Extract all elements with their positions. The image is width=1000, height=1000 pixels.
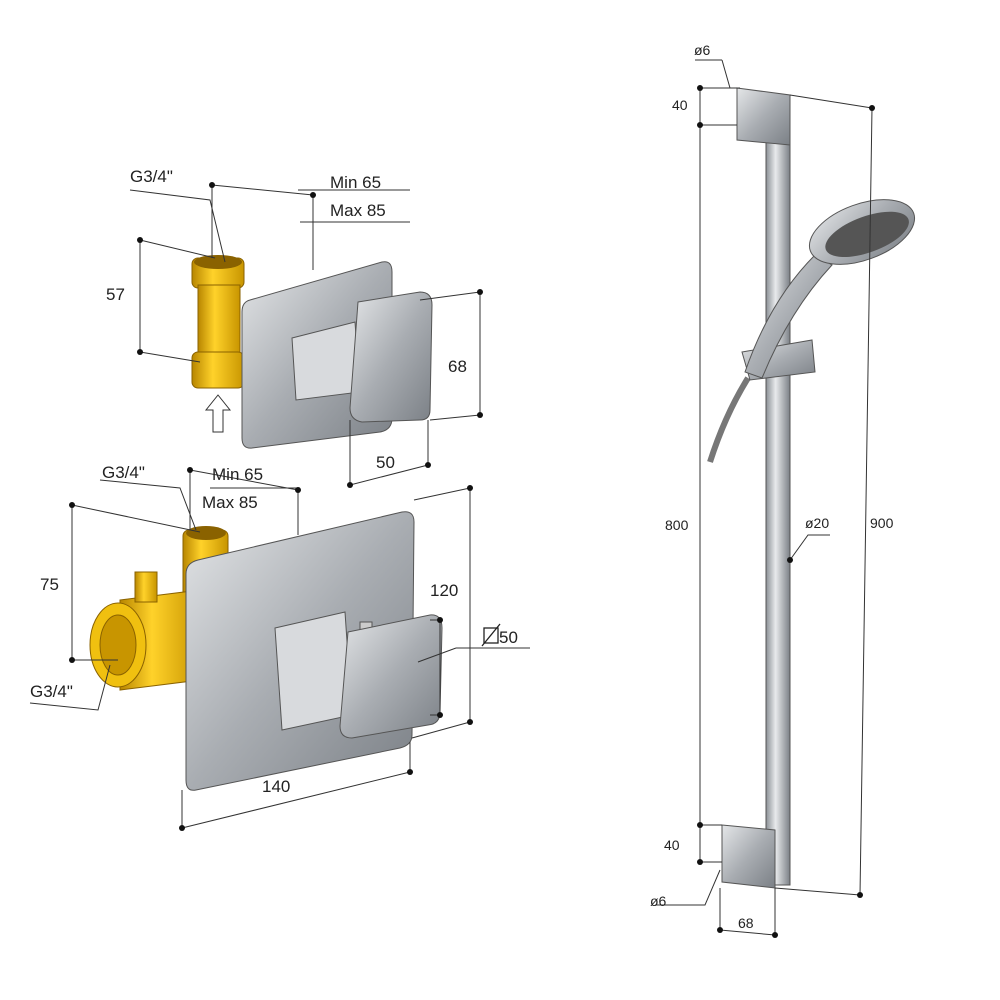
- knob-depth-label: 50: [376, 453, 395, 472]
- plate-width-label: 140: [262, 777, 290, 796]
- rail-diameter-label: ø20: [805, 515, 829, 531]
- bottom-bracket: [721, 824, 776, 889]
- bracket-width-label: 68: [738, 915, 754, 931]
- height-label: 57: [106, 285, 125, 304]
- side-thread-label: G3/4": [30, 682, 73, 701]
- max-depth-label: Max 85: [202, 493, 258, 512]
- top-hole-label: ø6: [694, 42, 711, 58]
- top-thread-label: G3/4": [102, 463, 145, 482]
- shower-rail-dimensions: ø6 40 800 ø20 900 40 ø6 68: [650, 42, 894, 938]
- top-bracket: [736, 87, 791, 146]
- small-valve-dimensions: G3/4" Min 65 Max 85 57 68 50: [106, 167, 483, 488]
- shower-rail: [707, 87, 916, 889]
- large-valve: [89, 511, 443, 791]
- height-label: 75: [40, 575, 59, 594]
- square-icon: [481, 623, 501, 647]
- bottom-hole-label: ø6: [650, 893, 667, 909]
- rail-bar: [765, 94, 791, 886]
- max-depth-label: Max 85: [330, 201, 386, 220]
- plate-height-label: 120: [430, 581, 458, 600]
- knob-height-label: 68: [448, 357, 467, 376]
- hand-shower-handle: [744, 254, 833, 379]
- hose: [707, 376, 751, 463]
- knob-large: [339, 614, 443, 739]
- total-length-label: 900: [870, 515, 894, 531]
- small-valve: [191, 255, 433, 449]
- knob-neck-large: [274, 611, 353, 731]
- inner-length-label: 800: [665, 517, 689, 533]
- arrow-up-icon: [204, 394, 232, 433]
- large-valve-dimensions: G3/4" Min 65 Max 85 75 120 50 G3/4" 140: [29, 463, 530, 831]
- min-depth-label: Min 65: [212, 465, 263, 484]
- top-bracket-label: 40: [672, 97, 688, 113]
- bottom-bracket-label: 40: [664, 837, 680, 853]
- thread-label: G3/4": [130, 167, 173, 186]
- shower-head: [808, 199, 916, 265]
- min-depth-label: Min 65: [330, 173, 381, 192]
- brass-body-small: [191, 255, 245, 389]
- knob-size-label: 50: [499, 628, 518, 647]
- knob-small: [349, 291, 433, 423]
